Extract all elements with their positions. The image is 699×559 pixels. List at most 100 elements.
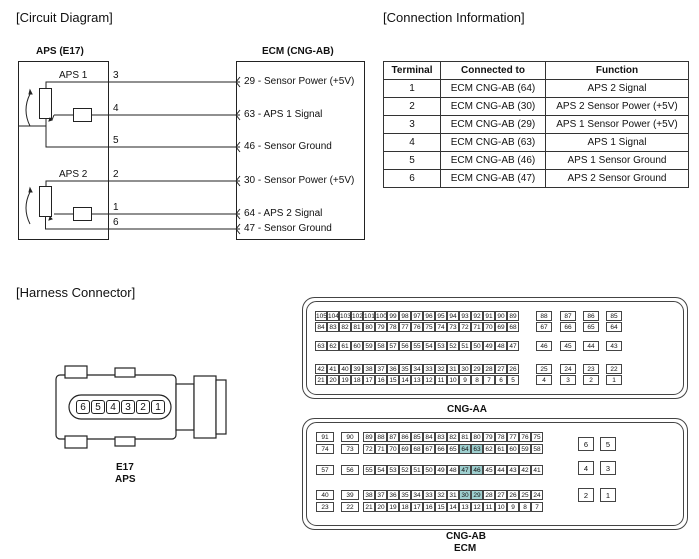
connector-pin: 42 <box>315 364 327 374</box>
connector-pin: 74 <box>435 322 447 332</box>
connector-pin: 86 <box>583 311 599 321</box>
connector-pin: 59 <box>363 341 375 351</box>
connector-pin: 15 <box>435 502 447 512</box>
cell-terminal: 6 <box>383 169 441 188</box>
connector-pin: 78 <box>495 432 507 442</box>
connector-pin: 28 <box>483 490 495 500</box>
cell-function: APS 2 Signal <box>545 79 689 98</box>
connector-pin: 43 <box>606 341 622 351</box>
connector-pin: 10 <box>495 502 507 512</box>
connection-info-title: [Connection Information] <box>383 10 525 25</box>
connector-pin: 47 <box>459 465 471 475</box>
e17-sub-label: APS <box>115 474 136 485</box>
ecm-signal-30: 30 - Sensor Power (+5V) <box>244 175 355 186</box>
connector-pin: 33 <box>423 364 435 374</box>
connector-pin: 2 <box>578 488 594 502</box>
connector-pin: 73 <box>341 444 359 454</box>
connector-pin: 18 <box>399 502 411 512</box>
connector-pin: 24 <box>531 490 543 500</box>
connector-pin: 24 <box>560 364 576 374</box>
cell-connected: ECM CNG-AB (64) <box>440 79 546 98</box>
wire-aps2-power <box>45 180 240 186</box>
connector-pin: 43 <box>507 465 519 475</box>
cng-aa-label: CNG-AA <box>447 404 487 415</box>
connector-pin: 66 <box>560 322 576 332</box>
connector-pin: 82 <box>447 432 459 442</box>
connector-pin: 6 <box>495 375 507 385</box>
connector-pin: 32 <box>435 364 447 374</box>
connector-pin: 16 <box>375 375 387 385</box>
connector-pin: 13 <box>411 375 423 385</box>
connector-pin: 56 <box>399 341 411 351</box>
connector-pin: 64 <box>459 444 471 454</box>
connector-pin: 44 <box>583 341 599 351</box>
connector-pin: 89 <box>363 432 375 442</box>
connector-pin: 88 <box>375 432 387 442</box>
connector-pin: 30 <box>459 490 471 500</box>
connector-pin: 85 <box>606 311 622 321</box>
connector-pin: 34 <box>411 364 423 374</box>
connector-pin: 98 <box>399 311 411 321</box>
e17-pin: 4 <box>106 400 120 414</box>
connector-pin: 40 <box>339 364 351 374</box>
cell-function: APS 1 Sensor Power (+5V) <box>545 115 689 134</box>
connector-pin: 40 <box>316 490 334 500</box>
connector-pin: 39 <box>351 364 363 374</box>
aps2-label: APS 2 <box>59 169 88 180</box>
connector-pin: 14 <box>399 375 411 385</box>
connector-pin: 20 <box>375 502 387 512</box>
connector-pin: 67 <box>536 322 552 332</box>
connector-pin: 1 <box>600 488 616 502</box>
connector-pin: 9 <box>459 375 471 385</box>
connector-pin: 94 <box>447 311 459 321</box>
connector-pin: 37 <box>375 490 387 500</box>
connector-pin: 53 <box>387 465 399 475</box>
connector-pin: 70 <box>387 444 399 454</box>
connector-pin: 57 <box>316 465 334 475</box>
connector-pin: 96 <box>423 311 435 321</box>
connector-pin: 73 <box>447 322 459 332</box>
connector-pin: 61 <box>495 444 507 454</box>
connector-pin: 102 <box>351 311 363 321</box>
connector-pin: 79 <box>375 322 387 332</box>
connector-pin: 11 <box>435 375 447 385</box>
connector-pin: 76 <box>519 432 531 442</box>
connector-pin: 100 <box>375 311 387 321</box>
connector-pin: 34 <box>411 490 423 500</box>
connector-pin: 70 <box>483 322 495 332</box>
connector-pin: 2 <box>583 375 599 385</box>
aps-pin-6: 6 <box>113 217 119 228</box>
connector-pin: 64 <box>606 322 622 332</box>
connector-pin: 90 <box>495 311 507 321</box>
connector-pin: 29 <box>471 490 483 500</box>
connector-pin: 27 <box>495 364 507 374</box>
connector-pin: 87 <box>387 432 399 442</box>
connector-pin: 92 <box>471 311 483 321</box>
connector-pin: 51 <box>411 465 423 475</box>
connector-pin: 50 <box>423 465 435 475</box>
connector-pin: 89 <box>507 311 519 321</box>
connector-pin: 61 <box>339 341 351 351</box>
cell-connected: ECM CNG-AB (29) <box>440 115 546 134</box>
cell-terminal: 3 <box>383 115 441 134</box>
connector-pin: 38 <box>363 364 375 374</box>
cell-connected: ECM CNG-AB (46) <box>440 151 546 170</box>
connector-pin: 71 <box>375 444 387 454</box>
header-function: Function <box>545 61 689 80</box>
connector-pin: 52 <box>447 341 459 351</box>
connector-pin: 93 <box>459 311 471 321</box>
cell-function: APS 1 Signal <box>545 133 689 152</box>
ecm-tab <box>235 76 241 88</box>
e17-pin: 3 <box>121 400 135 414</box>
connector-pin: 15 <box>387 375 399 385</box>
connector-pin: 49 <box>435 465 447 475</box>
connector-pin: 68 <box>507 322 519 332</box>
connector-pin: 58 <box>375 341 387 351</box>
connector-pin: 5 <box>600 437 616 451</box>
connector-pin: 86 <box>399 432 411 442</box>
connector-pin: 35 <box>399 364 411 374</box>
